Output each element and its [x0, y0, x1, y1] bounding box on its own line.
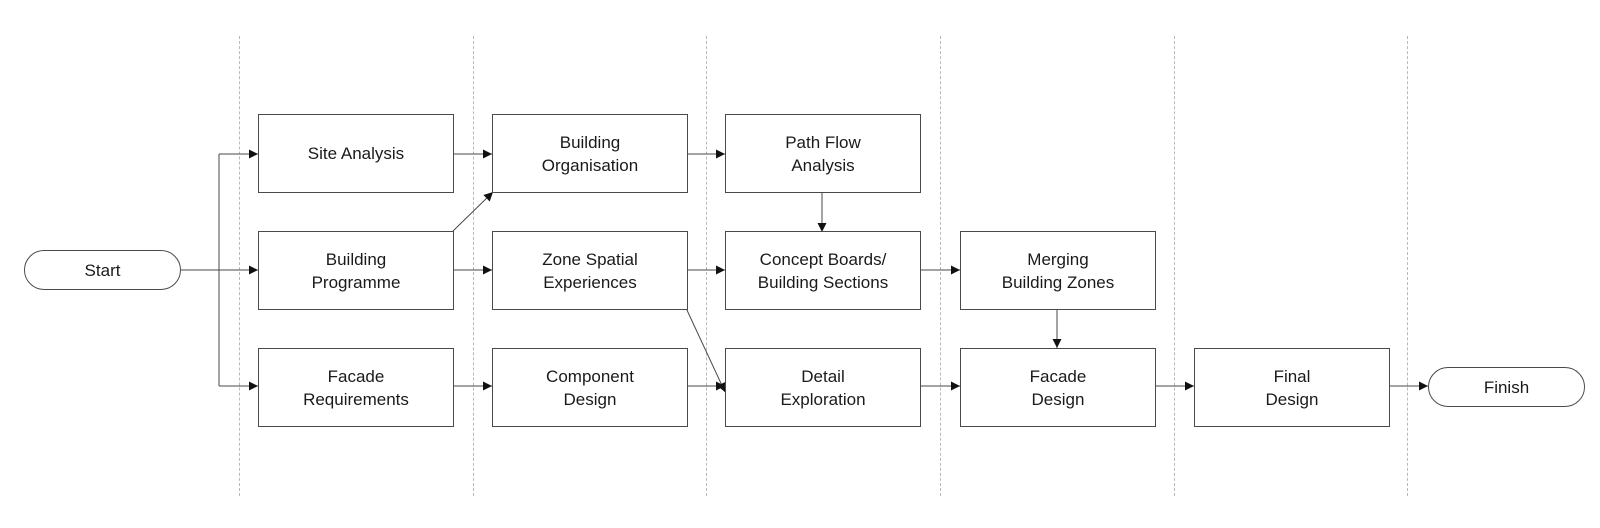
building-organisation-box: Building Organisation	[492, 114, 688, 193]
concept-boards-box: Concept Boards/ Building Sections	[725, 231, 921, 310]
facade-design-label: Facade Design	[1029, 366, 1087, 409]
detail-exploration-label: Detail Exploration	[780, 366, 866, 409]
path-flow-analysis-label: Path Flow Analysis	[785, 132, 861, 175]
start-label: Start	[84, 260, 121, 280]
site-analysis-box: Site Analysis	[258, 114, 454, 193]
building-programme-label: Building Programme	[311, 249, 401, 292]
final-design-label: Final Design	[1265, 366, 1319, 409]
concept-boards-label: Concept Boards/ Building Sections	[757, 249, 889, 292]
merging-building-zones-label: Merging Building Zones	[1001, 249, 1115, 292]
facade-requirements-label: Facade Requirements	[303, 366, 409, 409]
facade-design-box: Facade Design	[960, 348, 1156, 427]
column-divider	[473, 36, 474, 496]
column-divider	[706, 36, 707, 496]
facade-requirements-box: Facade Requirements	[258, 348, 454, 427]
zone-to-detail-arrow	[685, 307, 726, 393]
zone-spatial-experiences-box: Zone Spatial Experiences	[492, 231, 688, 310]
finish-label: Finish	[1483, 377, 1530, 397]
zone-spatial-experiences-label: Zone Spatial Experiences	[542, 249, 638, 292]
finish-terminal: Finish	[1428, 367, 1585, 407]
start-terminal: Start	[24, 250, 181, 290]
building-organisation-label: Building Organisation	[541, 132, 639, 175]
final-design-box: Final Design	[1194, 348, 1390, 427]
detail-exploration-box: Detail Exploration	[725, 348, 921, 427]
building-programme-box: Building Programme	[258, 231, 454, 310]
column-divider	[940, 36, 941, 496]
component-design-label: Component Design	[546, 366, 634, 409]
site-analysis-label: Site Analysis	[307, 144, 405, 163]
path-flow-analysis-box: Path Flow Analysis	[725, 114, 921, 193]
programme-to-organisation-arrow	[452, 191, 494, 232]
column-divider	[1407, 36, 1408, 496]
component-design-box: Component Design	[492, 348, 688, 427]
column-divider	[1174, 36, 1175, 496]
column-divider	[239, 36, 240, 496]
merging-building-zones-box: Merging Building Zones	[960, 231, 1156, 310]
